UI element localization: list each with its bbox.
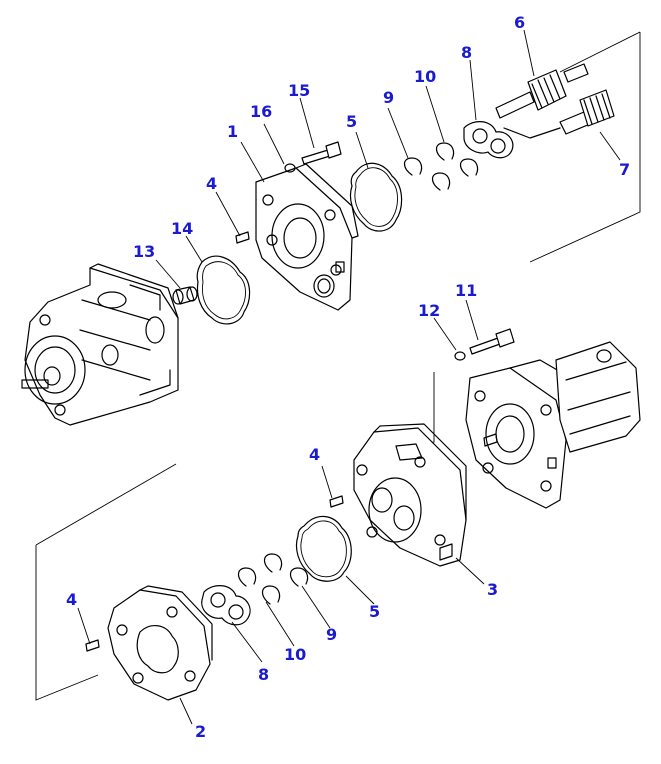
callout-15: 15 — [288, 81, 310, 100]
callout-12: 12 — [418, 301, 440, 320]
part-12-washer — [454, 351, 466, 361]
part-10-snap-ring-upper — [435, 142, 479, 177]
part-15-bolt — [301, 141, 342, 165]
callout-16: 16 — [250, 102, 272, 121]
callout-6: 6 — [514, 13, 525, 32]
part-4-pin-middle — [329, 495, 344, 508]
part-10-snap-ring-lower — [237, 567, 281, 605]
part-11-bolt — [469, 328, 515, 355]
part-9-snap-ring-upper — [403, 157, 451, 191]
part-13-bushing — [172, 286, 198, 305]
part-6-drive-shaft — [495, 63, 589, 119]
callout-8-lower: 8 — [258, 665, 269, 684]
callout-5-upper: 5 — [346, 112, 357, 131]
callout-1: 1 — [227, 122, 238, 141]
callout-labels: 1 2 3 4 4 4 5 5 6 7 8 8 9 9 10 10 11 12 … — [66, 13, 630, 741]
pump-body-right — [465, 341, 641, 509]
part-7-gear-shaft — [503, 89, 615, 139]
part-1-cover — [255, 163, 359, 311]
callout-13: 13 — [133, 242, 155, 261]
callout-9-lower: 9 — [326, 625, 337, 644]
leader-lines — [77, 29, 621, 725]
callout-7: 7 — [619, 160, 630, 179]
pump-body-left — [21, 263, 179, 426]
callout-9-upper: 9 — [383, 88, 394, 107]
callout-4-middle: 4 — [309, 445, 320, 464]
part-4-pin-upper — [235, 231, 250, 244]
part-5-seal-lower — [295, 515, 352, 582]
callout-4-lower: 4 — [66, 590, 77, 609]
callout-5-lower: 5 — [369, 602, 380, 621]
part-8-plate-lower — [201, 585, 251, 626]
part-2-gear-case — [107, 585, 213, 701]
callout-3: 3 — [487, 580, 498, 599]
part-14-seal — [196, 255, 251, 325]
part-5-seal-upper — [349, 162, 403, 232]
callout-10-lower: 10 — [284, 645, 306, 664]
callout-14: 14 — [171, 219, 193, 238]
boundary-lines — [35, 31, 641, 701]
callout-2: 2 — [195, 722, 206, 741]
part-9-snap-ring-lower — [263, 553, 309, 587]
callout-4-upper: 4 — [206, 174, 217, 193]
part-16-washer — [284, 163, 296, 173]
callout-10-upper: 10 — [414, 67, 436, 86]
callout-11: 11 — [455, 281, 477, 300]
callout-8-upper: 8 — [461, 43, 472, 62]
part-3-housing — [353, 423, 467, 567]
part-8-plate-upper — [463, 121, 514, 159]
part-4-pin-lower — [85, 639, 100, 652]
